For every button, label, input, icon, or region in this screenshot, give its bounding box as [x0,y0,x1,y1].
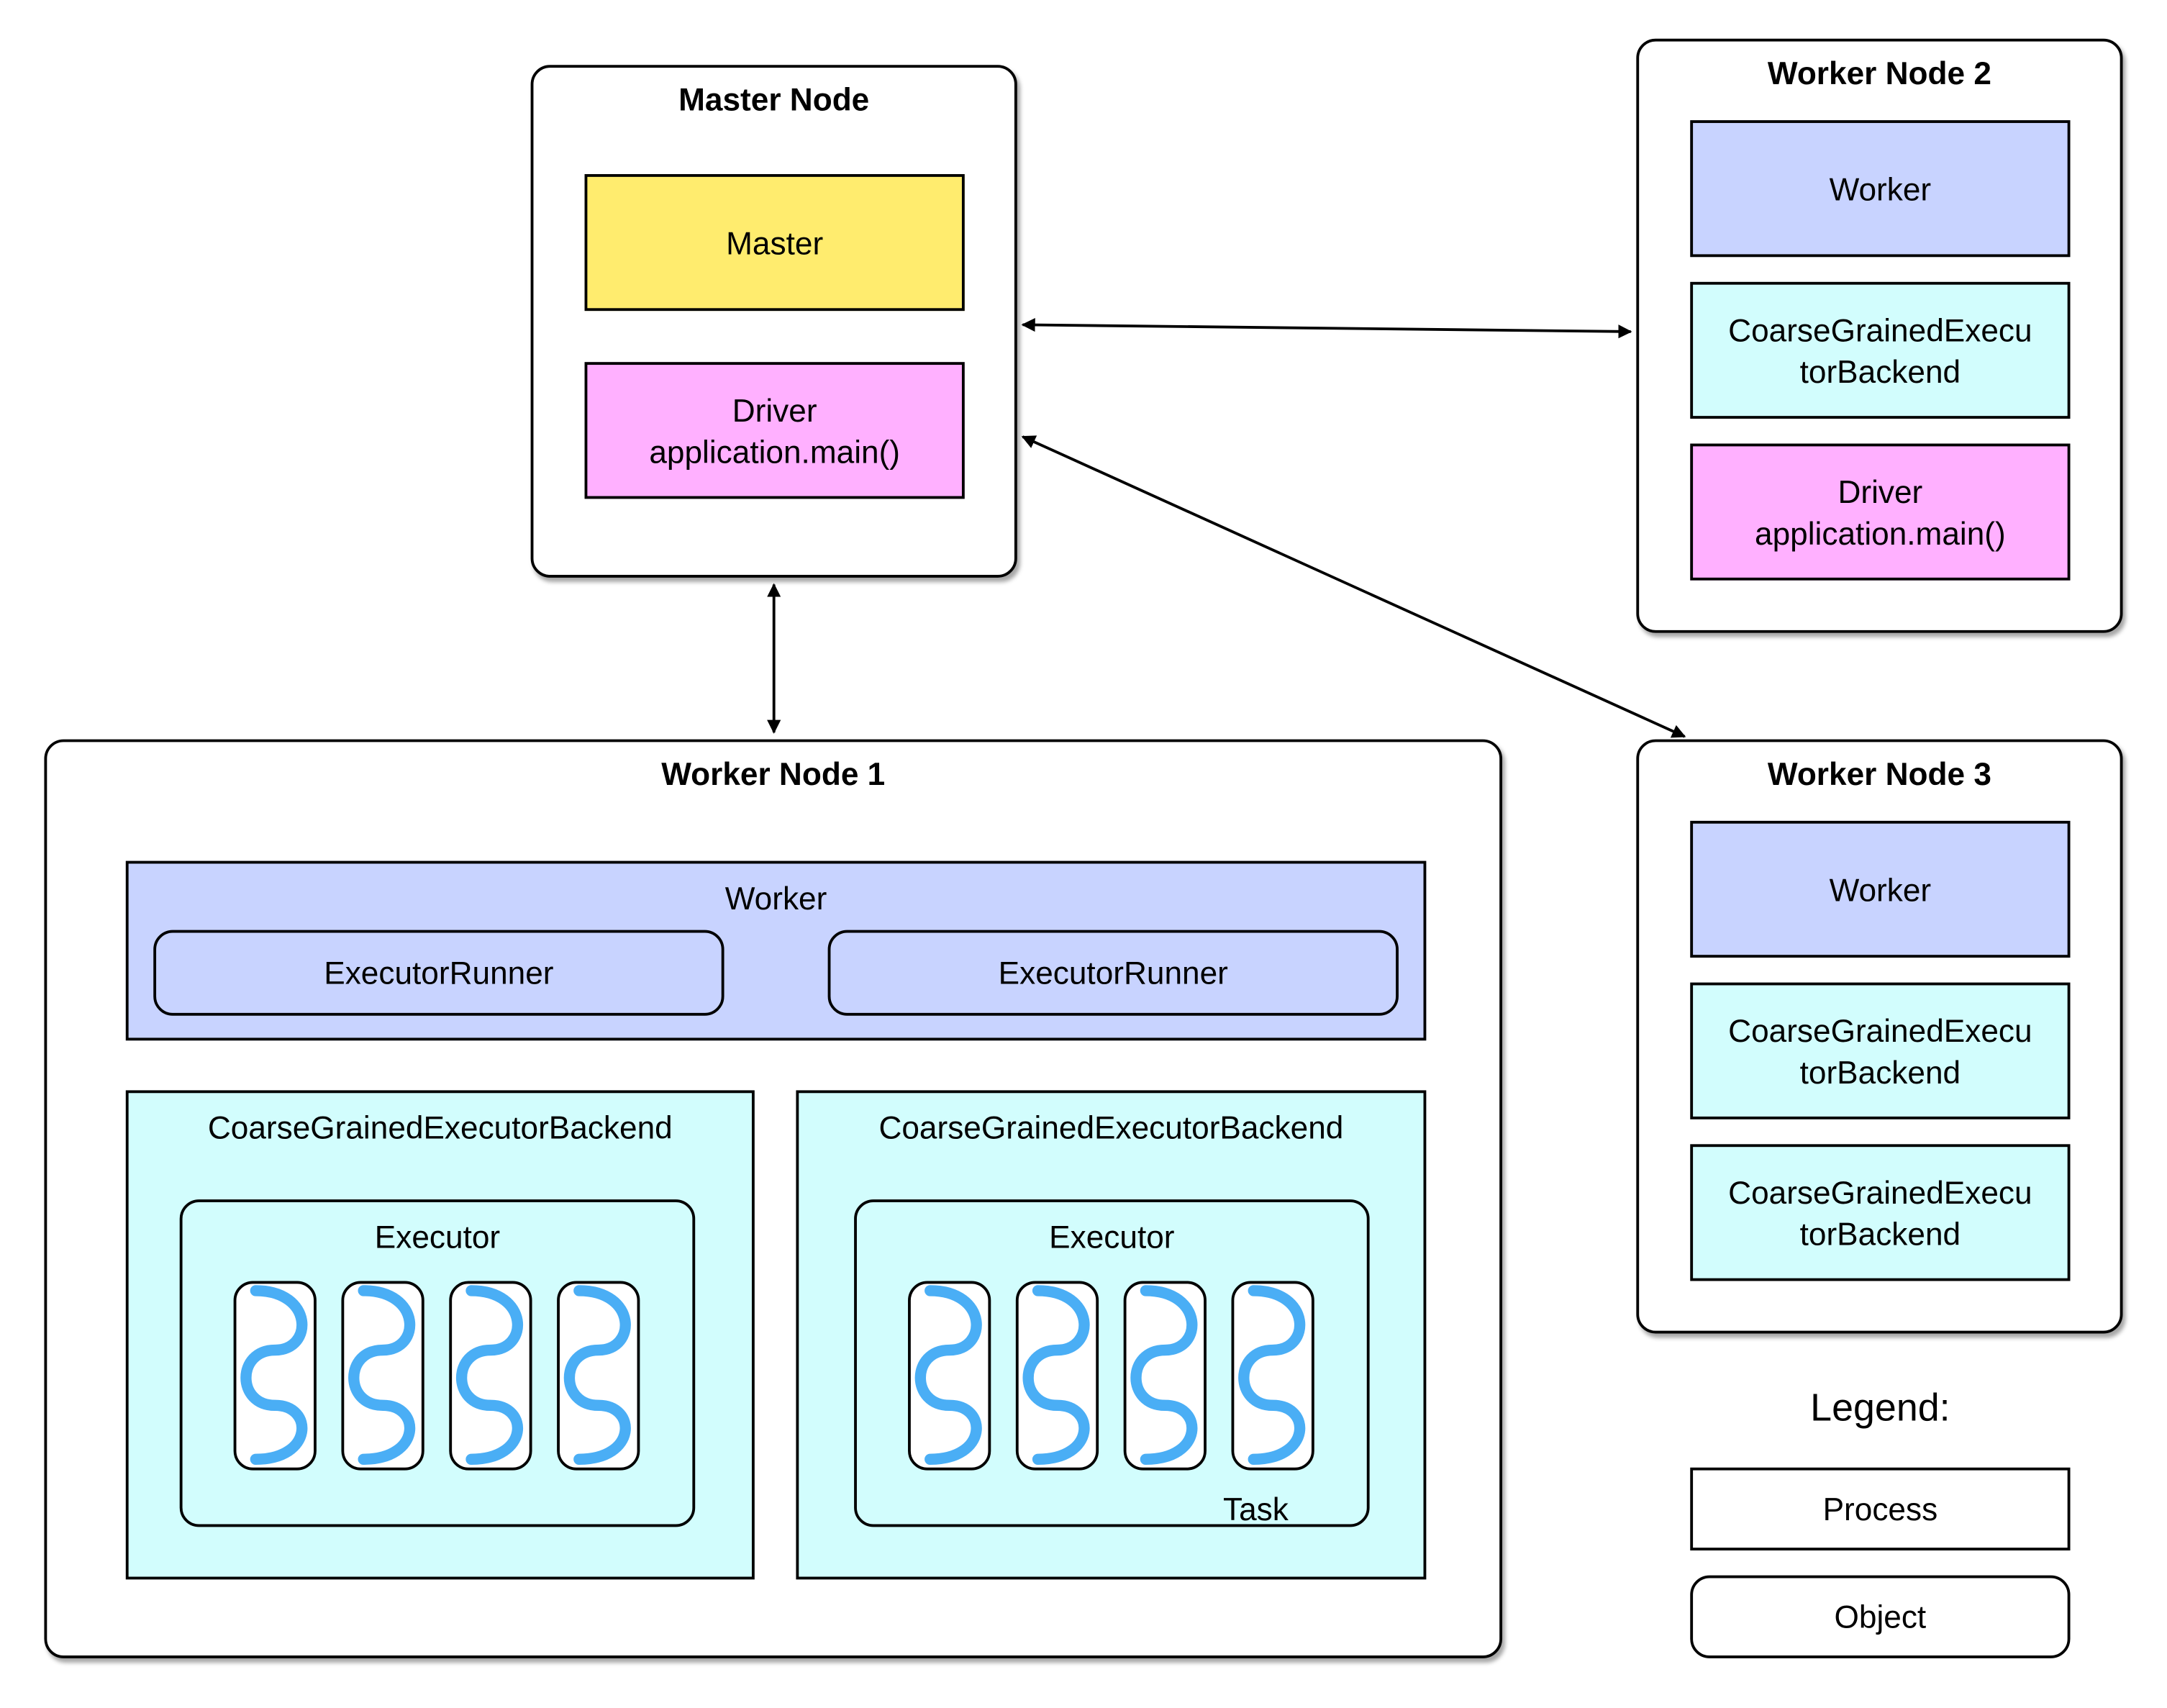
task-thread [1231,1281,1314,1471]
backend-label: CoarseGrainedExecutorBackend [207,1109,673,1146]
backend-process: CoarseGrainedExecu torBackend [1690,281,2071,419]
backend-label: CoarseGrainedExecutorBackend [878,1109,1344,1146]
thread-squiggle-icon [348,1285,416,1465]
legend-title: Legend: [1810,1386,1950,1430]
driver-process: Driver application.main() [584,362,965,499]
legend-object: Object [1690,1575,2071,1658]
task-thread [908,1281,991,1471]
executor-label: Executor [1049,1219,1175,1255]
task-thread [449,1281,532,1471]
task-thread [557,1281,640,1471]
thread-squiggle-icon [1130,1285,1198,1465]
worker-node-3: Worker Node 3 Worker CoarseGrainedExecu … [1636,739,2123,1334]
worker-node-3-title: Worker Node 3 [1767,755,1991,792]
worker-node-1: Worker Node 1 Worker ExecutorRunner Exec… [44,739,1503,1658]
worker-process: Worker [1690,820,2071,958]
worker-process: Worker ExecutorRunner ExecutorRunner [125,860,1427,1041]
executor-runner-object: ExecutorRunner [153,930,724,1016]
task-thread [1015,1281,1099,1471]
master-node-title: Master Node [678,81,870,118]
task-thread [1123,1281,1207,1471]
legend-process: Process [1690,1467,2071,1551]
driver-process: Driver application.main() [1690,443,2071,581]
worker-process: Worker [1690,120,2071,258]
executor-object: Executor Task [854,1199,1370,1527]
master-node: Master Node Master Driver application.ma… [530,65,1017,578]
backend-process: CoarseGrainedExecutorBackend Executor [125,1090,755,1580]
executor-object: Executor [179,1199,696,1527]
backend-process: CoarseGrainedExecu torBackend [1690,982,2071,1119]
thread-squiggle-icon [240,1285,308,1465]
executor-runner-object: ExecutorRunner [827,930,1399,1016]
backend-process: CoarseGrainedExecutorBackend Executor Ta… [796,1090,1427,1580]
task-thread [341,1281,424,1471]
arrow-master-worker2 [1021,317,1632,339]
worker-node-1-title: Worker Node 1 [661,755,886,792]
task-label: Task [1222,1491,1289,1527]
arrow-master-worker3 [1021,435,1686,738]
thread-squiggle-icon [1238,1285,1306,1465]
worker-label: Worker [724,880,827,917]
backend-process: CoarseGrainedExecu torBackend [1690,1144,2071,1281]
thread-squiggle-icon [914,1285,982,1465]
executor-label: Executor [374,1219,501,1255]
worker-node-2-title: Worker Node 2 [1767,55,1991,91]
thread-squiggle-icon [1022,1285,1090,1465]
master-process: Master [584,174,965,312]
worker-node-2: Worker Node 2 Worker CoarseGrainedExecu … [1636,38,2123,633]
task-thread [233,1281,317,1471]
thread-squiggle-icon [455,1285,524,1465]
thread-squiggle-icon [563,1285,631,1465]
